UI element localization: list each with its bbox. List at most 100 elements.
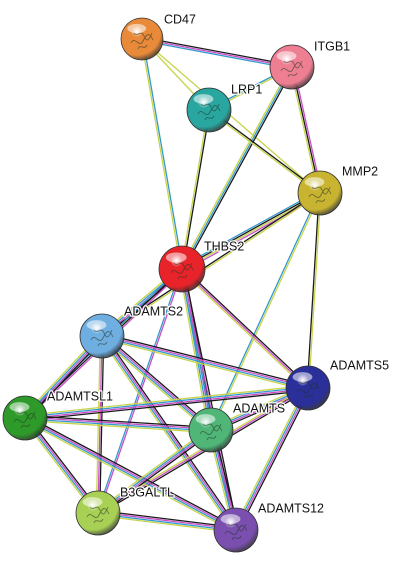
sphere-highlight [195,414,216,424]
edge-line [24,386,309,418]
edge-line [233,386,307,530]
edge-line [23,419,236,533]
edge-cd47-thbs2 [140,38,184,270]
edge-line [178,268,210,432]
node-sphere [285,365,331,411]
sphere-highlight [9,402,30,412]
node-lrp1[interactable]: LRP1 [186,81,264,133]
edge-line [99,336,235,533]
node-label: ADAMTS5 [330,358,389,372]
sphere-highlight [276,51,297,61]
edge-line [141,36,293,66]
structure-glyph-icon [86,506,110,524]
node-sphere [158,245,206,293]
node-label: ADAMTS12 [258,501,324,515]
edge-line [97,430,213,515]
edge-adamts2-adamts5 [100,332,310,392]
structure-glyph-icon [296,381,320,399]
edge-line [180,190,320,268]
node-sphere [213,507,259,553]
edge-line [98,431,214,516]
edge-line [141,38,321,194]
edge-line [100,335,212,432]
structure-glyph-icon [90,329,114,347]
node-label: B3GALTL [120,485,174,499]
edge-layer [22,36,323,534]
sphere-highlight [165,252,187,263]
edge-line [234,386,308,531]
edge-adamts2-adamts [99,333,214,433]
edge-line [24,388,309,420]
edge-line [97,513,237,532]
node-sphere [79,313,125,359]
edge-line [97,514,237,534]
edge-line [97,335,103,514]
edge-line [306,192,320,389]
edge-line [23,418,237,532]
edge-line [181,268,309,389]
sphere-highlight [127,23,147,34]
edge-line [24,418,212,432]
node-sphere [297,170,343,216]
edge-line [308,192,322,389]
node-adamts5[interactable]: ADAMTS5 [285,357,390,411]
edge-line [101,334,309,388]
edge-line [100,337,309,392]
node-sphere [188,407,234,453]
edge-thbs2-adamts5 [180,267,310,390]
node-b3galtl[interactable]: B3GALTL [75,484,175,536]
edge-adamtsl1-adamts12 [23,415,238,533]
edge-adamts2-adamts12 [99,333,239,533]
structure-glyph-icon [170,262,194,280]
node-sphere [186,87,232,133]
node-label: MMP2 [342,164,378,178]
edge-line [141,38,293,68]
node-thbs2[interactable]: THBS2 [158,238,246,293]
sphere-highlight [86,320,107,330]
edge-lrp1-mmp2 [207,108,322,195]
edge-line [209,191,320,431]
sphere-highlight [292,372,313,382]
edge-line [182,67,295,271]
edge-line [24,414,212,429]
edge-line [24,389,309,422]
edge-mmp2-adamts [209,191,322,432]
node-adamts2[interactable]: ADAMTS2 [79,303,184,359]
edge-line [101,334,213,431]
node-itgb1[interactable]: ITGB1 [269,38,351,90]
node-adamtsl1[interactable]: ADAMTSL1 [2,388,114,441]
structure-glyph-icon [199,423,223,441]
edge-line [180,191,321,269]
edge-lrp1-thbs2 [180,109,211,270]
structure-glyph-icon [280,60,304,78]
structure-glyph-icon [197,103,221,121]
edge-line [24,419,212,434]
node-adamts[interactable]: ADAMTS [188,400,286,453]
edge-adamts5-adamts12 [233,386,311,532]
node-sphere [2,395,48,441]
edge-line [98,388,310,516]
edge-line [140,38,182,270]
edge-adamtsl1-adamts [24,414,212,434]
edge-line [182,109,211,270]
edge-line [237,388,311,532]
edge-line [102,334,238,531]
structure-glyph-icon [224,523,248,541]
edge-line [24,384,309,417]
edge-line [141,40,293,70]
edge-line [103,333,239,530]
edge-adamts-b3galtl [95,427,214,516]
edge-line [180,269,308,390]
edge-cd47-mmp2 [141,38,321,194]
node-mmp2[interactable]: MMP2 [297,163,379,216]
edge-line [95,427,211,512]
node-label: CD47 [164,12,196,26]
node-adamts12[interactable]: ADAMTS12 [213,500,325,553]
edge-line [236,387,310,532]
node-cd47[interactable]: CD47 [120,11,197,61]
edge-line [208,108,322,193]
edge-line [99,337,210,433]
edge-cd47-itgb1 [141,36,293,70]
edge-adamts2-b3galtl [95,335,105,514]
